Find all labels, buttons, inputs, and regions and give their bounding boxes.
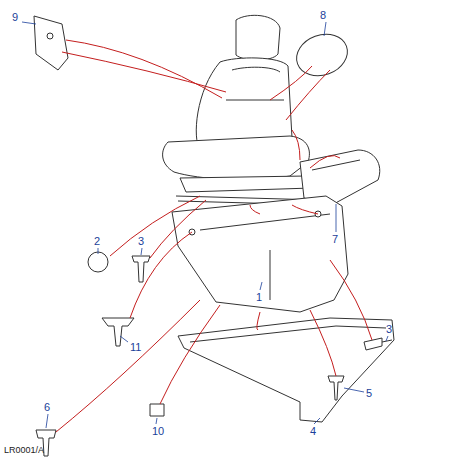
callout-leaders <box>22 22 388 428</box>
screw-3 <box>132 256 150 282</box>
clip-10 <box>150 404 164 416</box>
side-panel-1 <box>172 196 348 312</box>
callout-line <box>120 336 128 342</box>
rail-cover-4 <box>178 318 394 422</box>
seat-cushion <box>163 136 310 179</box>
leader-line <box>160 305 220 404</box>
leader-line <box>310 310 336 376</box>
leader-line <box>330 260 372 340</box>
push-clip-11 <box>102 318 134 346</box>
callout-number: 10 <box>152 426 164 437</box>
leader-line <box>257 312 260 330</box>
cap-2 <box>88 252 108 272</box>
backrest-seam <box>226 67 284 100</box>
callout-line <box>324 22 326 36</box>
callout-number: 2 <box>94 236 100 247</box>
callout-line <box>98 248 99 254</box>
leader-line <box>150 200 206 258</box>
trim-hole <box>47 33 53 39</box>
drawing-code: LR0001/A <box>4 446 44 455</box>
leader-line <box>62 52 226 92</box>
screw-5 <box>328 376 344 400</box>
callout-number: 1 <box>256 292 262 303</box>
callout-line <box>314 418 320 424</box>
callout-number: 3 <box>386 324 392 335</box>
parts-group <box>34 15 394 456</box>
headrest <box>236 15 280 60</box>
leader-line <box>66 40 222 98</box>
callout-line <box>156 418 157 424</box>
callout-number: 5 <box>366 388 372 399</box>
callout-line <box>386 336 388 341</box>
rail-cover-edge <box>190 326 386 342</box>
callout-number: 8 <box>320 10 326 21</box>
callout-number: 7 <box>332 234 338 245</box>
cover-8 <box>291 27 354 82</box>
red-leaders <box>56 40 372 432</box>
leader-line <box>250 205 260 214</box>
callout-line <box>46 414 48 428</box>
leader-line <box>286 70 330 120</box>
callout-number: 3 <box>138 236 144 247</box>
callout-line <box>344 388 364 392</box>
leader-line <box>56 300 200 432</box>
leader-line <box>270 66 312 100</box>
leader-line <box>310 156 340 168</box>
callout-line <box>141 248 142 255</box>
leader-line <box>130 232 192 318</box>
leader-line <box>292 205 318 214</box>
tray-7-edge <box>312 160 360 170</box>
callout-number: 11 <box>130 342 141 353</box>
side-trim-9 <box>34 16 68 70</box>
callout-line <box>336 204 337 232</box>
seat-base <box>180 176 312 192</box>
callout-line <box>22 22 36 24</box>
callout-number: 9 <box>12 12 18 23</box>
callout-line <box>260 282 262 290</box>
callout-number: 6 <box>44 402 50 413</box>
screw-3-right <box>364 338 392 350</box>
leader-line <box>110 196 200 256</box>
callout-number: 4 <box>310 426 316 437</box>
side-panel-fold <box>200 214 330 300</box>
leader-line <box>292 130 300 160</box>
